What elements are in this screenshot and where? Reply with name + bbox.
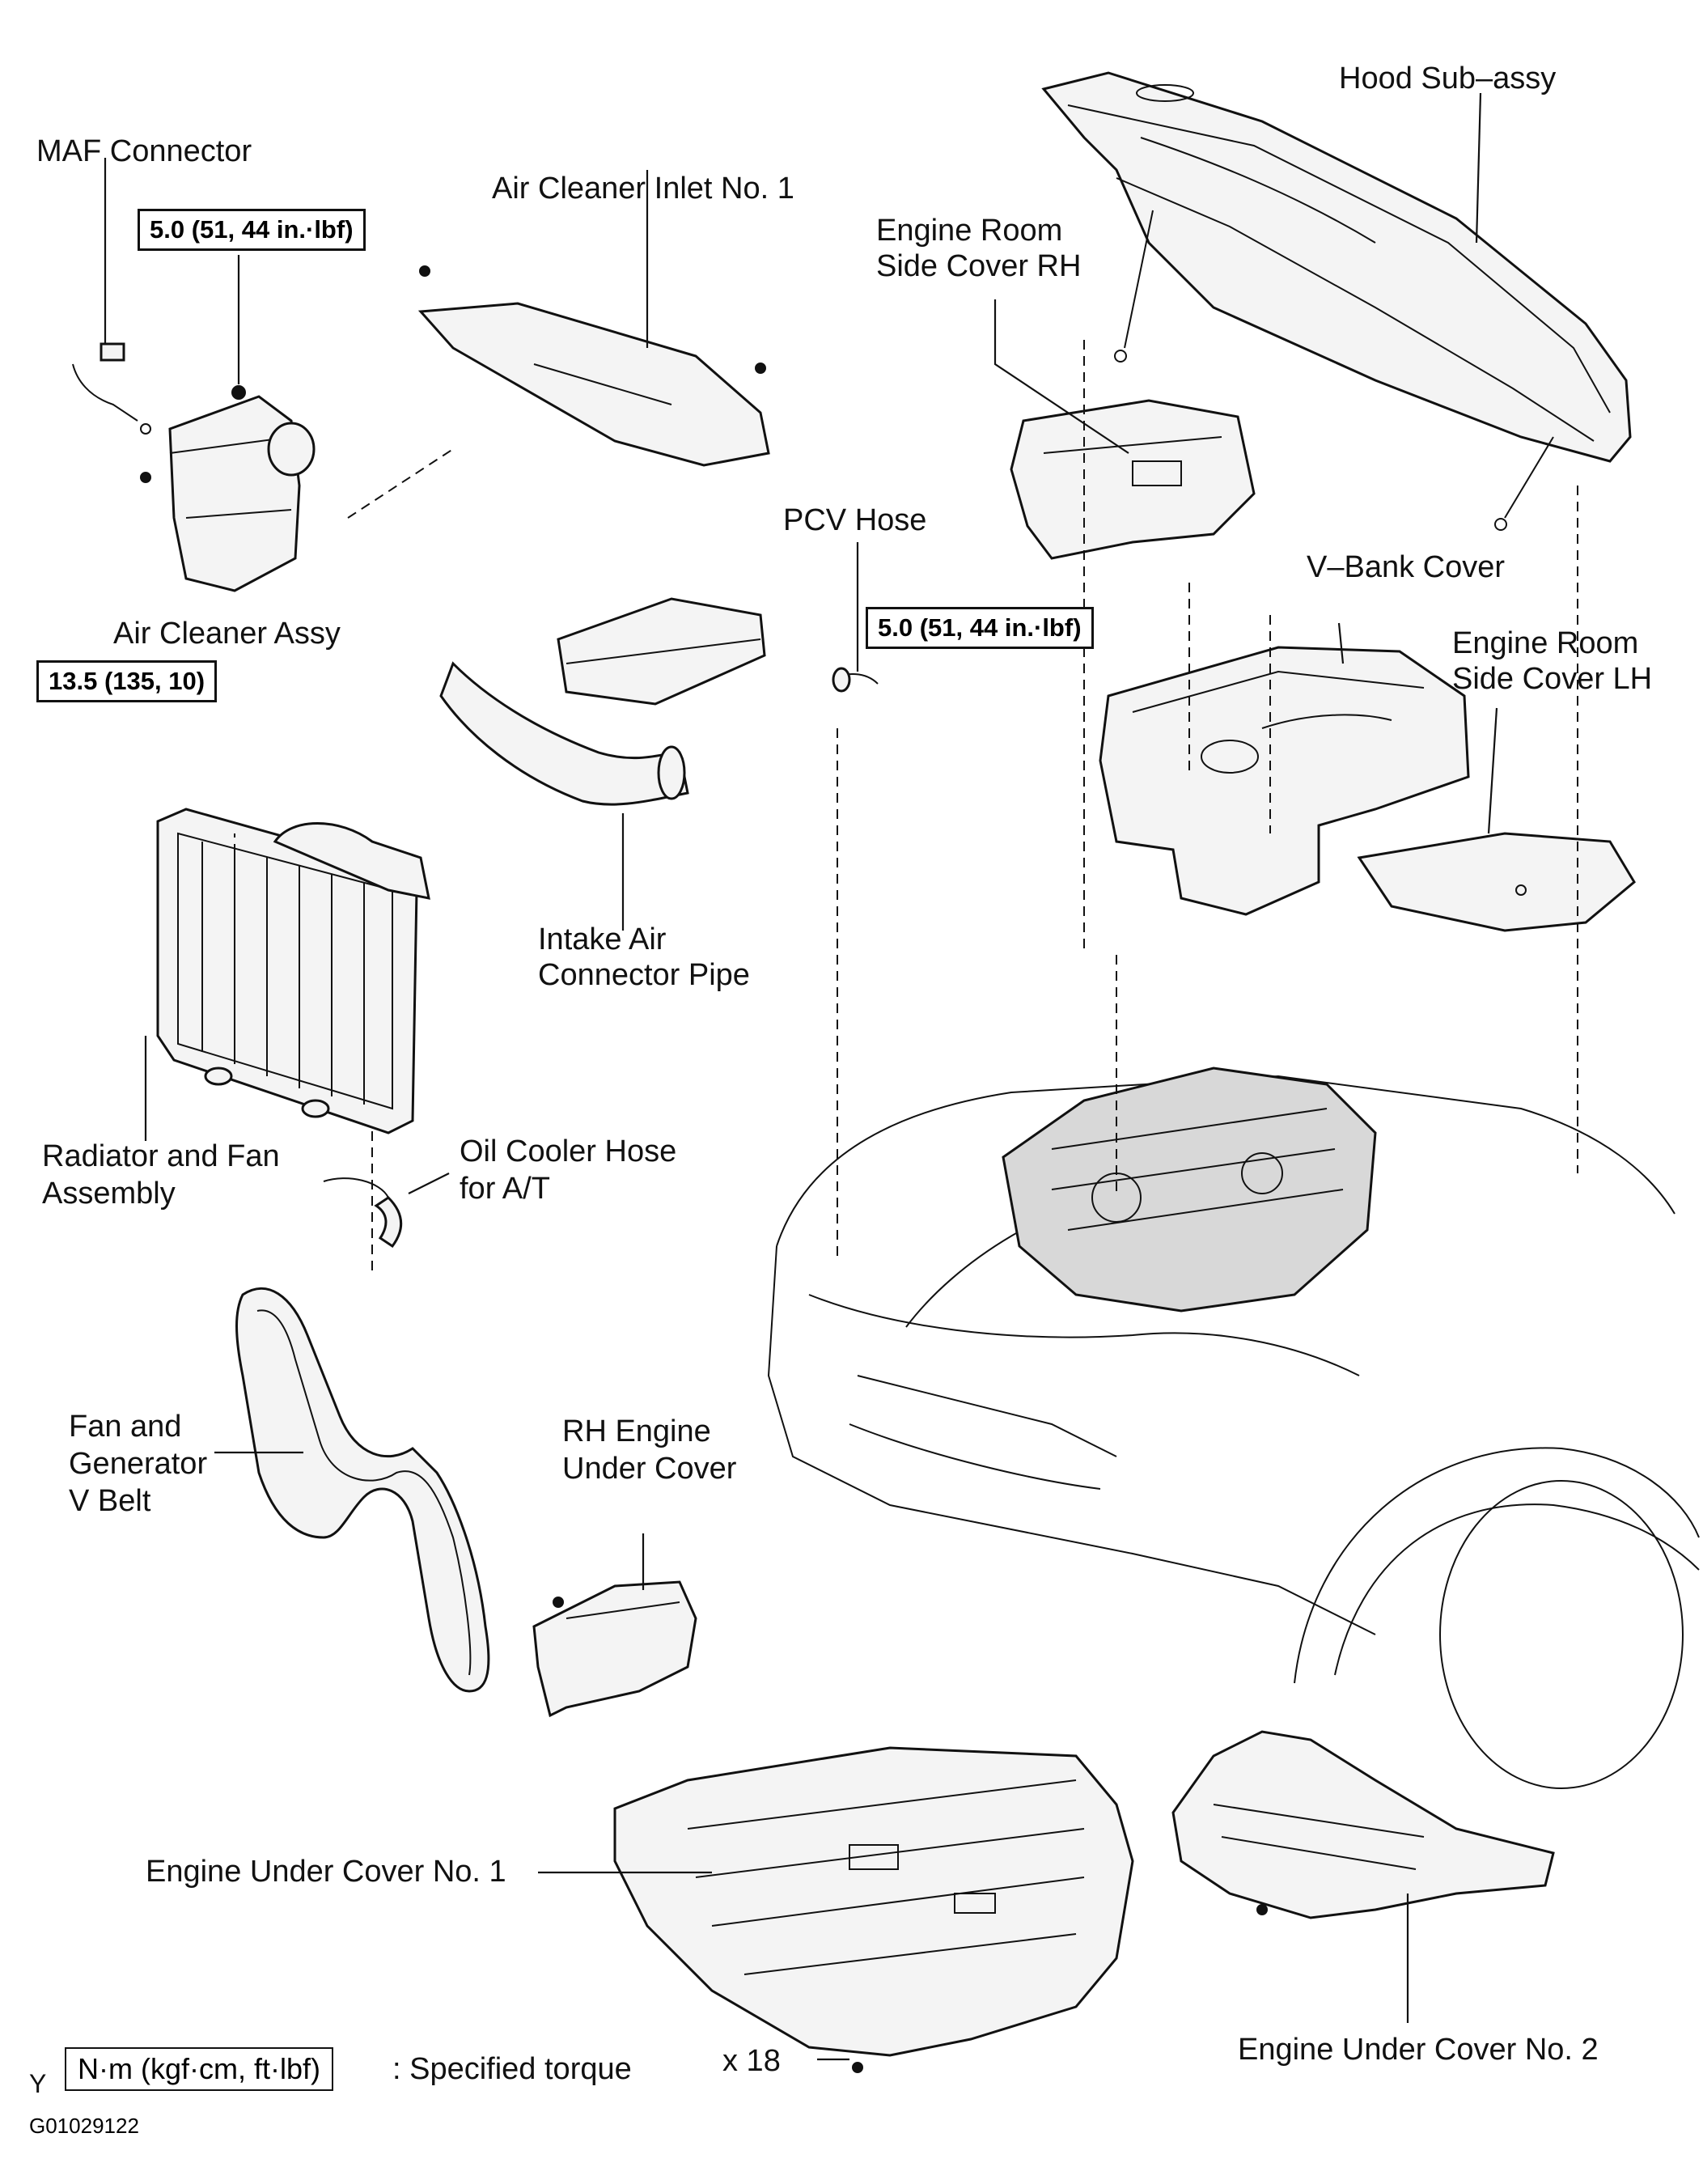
rh-engine-under-cover: [532, 1580, 697, 1718]
engine-room-side-cover-lh: [1357, 832, 1636, 932]
legend-unit-box: N·m (kgf·cm, ft·lbf): [65, 2047, 333, 2091]
leader-v-bank: [1337, 622, 1345, 664]
label-air-cleaner-inlet: Air Cleaner Inlet No. 1: [492, 172, 794, 206]
label-radiator-fan-line1: Radiator and Fan: [42, 1139, 280, 1173]
torque-v-bank: 5.0 (51, 44 in.·lbf): [866, 607, 1094, 649]
label-engine-under-cover-no2: Engine Under Cover No. 2: [1238, 2033, 1599, 2067]
engine-under-cover-no2: [1171, 1730, 1555, 1919]
label-engine-room-side-cover-rh-line2: Side Cover RH: [876, 249, 1082, 283]
torque-radiator: 13.5 (135, 10): [36, 660, 218, 702]
label-engine-under-cover-no1: Engine Under Cover No. 1: [146, 1855, 506, 1889]
label-pcv-hose: PCV Hose: [783, 503, 927, 537]
label-quantity-x18: x 18: [722, 2044, 781, 2078]
label-fan-generator-belt-line3: V Belt: [69, 1484, 151, 1518]
engine-room-side-cover-rh: [1010, 399, 1256, 560]
torque-maf: 5.0 (51, 44 in.·lbf): [138, 209, 366, 251]
legend-description: : Specified torque: [392, 2052, 632, 2086]
label-oil-cooler-hose-line2: for A/T: [460, 1172, 550, 1206]
label-fan-generator-belt-line1: Fan and: [69, 1410, 182, 1444]
label-engine-room-side-cover-lh-line2: Side Cover LH: [1452, 662, 1653, 696]
label-air-cleaner-assy: Air Cleaner Assy: [113, 617, 341, 651]
label-oil-cooler-hose-line1: Oil Cooler Hose: [460, 1134, 677, 1168]
leader-oil-cooler: [408, 1173, 450, 1194]
engine-under-cover-no1: [613, 1746, 1134, 2073]
air-cleaner-inlet-no1: [417, 265, 770, 467]
label-intake-air-connector-pipe-line1: Intake Air: [538, 922, 667, 956]
pcv-hose: [832, 667, 879, 693]
dashed-air-cleaner: [347, 448, 454, 519]
label-rh-engine-under-cover-line1: RH Engine: [562, 1414, 711, 1448]
label-v-bank-cover: V–Bank Cover: [1307, 550, 1506, 584]
air-cleaner-assy: [140, 385, 316, 592]
maf-connector: [72, 342, 151, 435]
label-hood-sub-assy: Hood Sub–assy: [1339, 61, 1557, 95]
oil-cooler-hose: [323, 1177, 403, 1249]
label-radiator-fan-line2: Assembly: [42, 1177, 176, 1211]
v-bank-cover: [1099, 646, 1470, 916]
label-rh-engine-under-cover-line2: Under Cover: [562, 1452, 737, 1486]
label-maf-connector: MAF Connector: [36, 134, 252, 168]
leader-hood: [1475, 92, 1482, 244]
label-fan-generator-belt-line2: Generator: [69, 1447, 208, 1481]
leader-side-cover-lh: [1487, 707, 1498, 834]
intake-air-connector-pipe: [439, 597, 766, 806]
radiator-and-fan-assembly: [156, 808, 430, 1134]
figure-id: G01029122: [29, 2114, 139, 2138]
legend-marker: Y: [29, 2069, 47, 2098]
label-engine-room-side-cover-rh-line1: Engine Room: [876, 214, 1063, 248]
hood-sub-assy: [1041, 71, 1632, 531]
label-intake-air-connector-pipe-line2: Connector Pipe: [538, 958, 750, 992]
vehicle-front-body: [767, 1067, 1700, 1789]
fan-and-generator-v-belt: [235, 1287, 490, 1693]
label-engine-room-side-cover-lh-line1: Engine Room: [1452, 626, 1639, 660]
